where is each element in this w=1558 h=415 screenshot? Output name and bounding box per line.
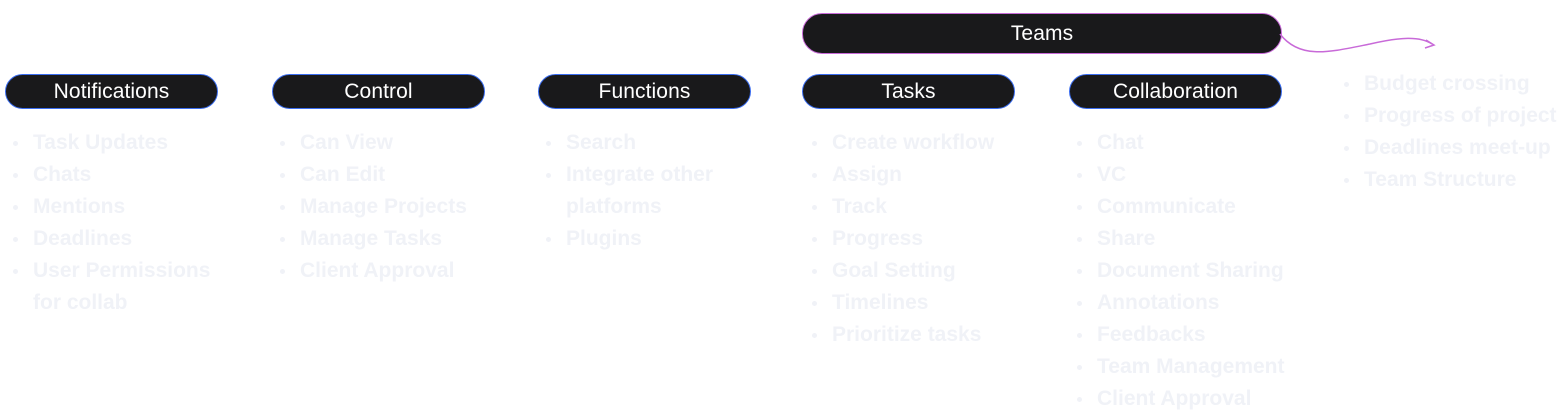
list-item: Deadlines meet-up	[1336, 132, 1557, 164]
list-item: Can View	[272, 127, 467, 159]
list-item: Task Updates	[5, 127, 210, 159]
list-item: Prioritize tasks	[804, 319, 994, 351]
list-item: Goal Setting	[804, 255, 994, 287]
control-node[interactable]: Control	[272, 74, 485, 109]
list-item: Client Approval	[272, 255, 467, 287]
list-item: Mentions	[5, 191, 210, 223]
list-item: Deadlines	[5, 223, 210, 255]
notifications-label: Notifications	[53, 79, 170, 103]
notifications-node[interactable]: Notifications	[5, 74, 218, 109]
list-item: Share	[1069, 223, 1285, 255]
list-item: Team Management	[1069, 351, 1285, 383]
notifications-items: Task Updates Chats Mentions Deadlines Us…	[5, 127, 210, 319]
functions-items: Search Integrate other platforms Plugins	[538, 127, 713, 255]
list-item: Manage Projects	[272, 191, 467, 223]
list-item: Document Sharing	[1069, 255, 1285, 287]
list-item: Search	[538, 127, 713, 159]
list-item: Integrate other platforms	[538, 159, 713, 223]
list-item: Annotations	[1069, 287, 1285, 319]
list-item: VC	[1069, 159, 1285, 191]
list-item: Team Structure	[1336, 164, 1557, 196]
functions-node[interactable]: Functions	[538, 74, 751, 109]
functions-label: Functions	[598, 79, 691, 103]
teams-items: Budget crossing Progress of project Dead…	[1336, 68, 1557, 196]
list-item: Manage Tasks	[272, 223, 467, 255]
list-item: Communicate	[1069, 191, 1285, 223]
list-item: Budget crossing	[1336, 68, 1557, 100]
list-item: Progress	[804, 223, 994, 255]
tasks-node[interactable]: Tasks	[802, 74, 1015, 109]
list-item: Assign	[804, 159, 994, 191]
tasks-items: Create workflow Assign Track Progress Go…	[804, 127, 994, 351]
teams-node[interactable]: Teams	[802, 13, 1282, 54]
list-item: Can Edit	[272, 159, 467, 191]
list-item: Chat	[1069, 127, 1285, 159]
list-item: Plugins	[538, 223, 713, 255]
list-item: Chats	[5, 159, 210, 191]
control-label: Control	[344, 79, 413, 103]
list-item: Feedbacks	[1069, 319, 1285, 351]
collaboration-node[interactable]: Collaboration	[1069, 74, 1282, 109]
collaboration-items: Chat VC Communicate Share Document Shari…	[1069, 127, 1285, 415]
teams-label: Teams	[1010, 21, 1074, 45]
teams-connector-arrow	[1279, 33, 1436, 53]
list-item: Timelines	[804, 287, 994, 319]
list-item: User Permissions for collab	[5, 255, 210, 319]
list-item: Client Approval	[1069, 383, 1285, 415]
list-item: Progress of project	[1336, 100, 1557, 132]
tasks-label: Tasks	[881, 79, 936, 103]
list-item: Create workflow	[804, 127, 994, 159]
list-item: Track	[804, 191, 994, 223]
collaboration-label: Collaboration	[1112, 79, 1239, 103]
control-items: Can View Can Edit Manage Projects Manage…	[272, 127, 467, 287]
